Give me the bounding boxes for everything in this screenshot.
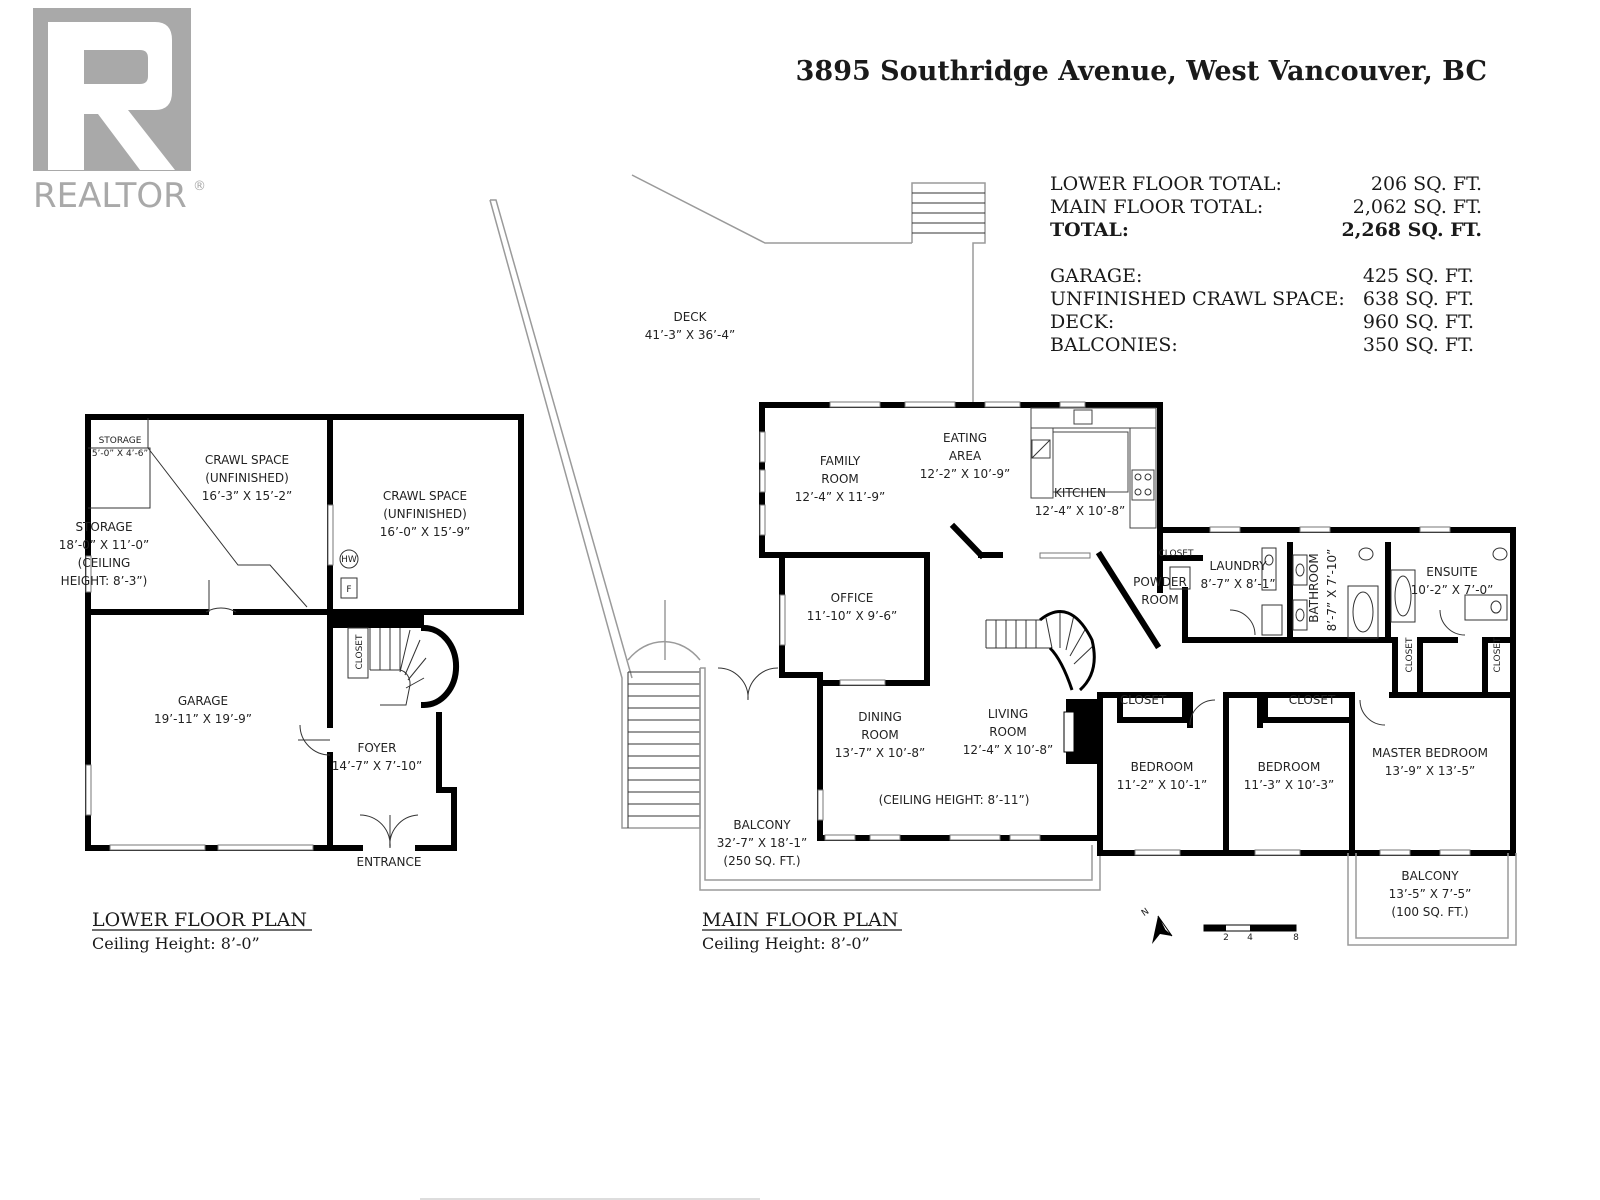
family-name-2: ROOM bbox=[821, 472, 859, 486]
crawl-area-label: UNFINISHED CRAWL SPACE: bbox=[1050, 288, 1345, 310]
total-label-all: TOTAL: bbox=[1050, 219, 1129, 241]
laundry-name: LAUNDRY bbox=[1209, 559, 1267, 573]
registered-mark: ® bbox=[193, 179, 206, 194]
total-value-lower: 206 SQ. FT. bbox=[1371, 173, 1482, 195]
kitchen-name: KITCHEN bbox=[1054, 486, 1106, 500]
realtor-logo-text: REALTOR bbox=[33, 176, 187, 216]
deck-name: DECK bbox=[673, 310, 707, 324]
crawl2-name: CRAWL SPACE bbox=[383, 489, 467, 503]
closet-master-right-label: CLOSET bbox=[1493, 637, 1503, 672]
living-dim: 12’-4” X 10’-8” bbox=[963, 743, 1053, 757]
balcony2-name: BALCONY bbox=[1401, 869, 1459, 883]
balcony1-dim: 32’-7” X 18’-1” bbox=[717, 836, 807, 850]
total-value-main: 2,062 SQ. FT. bbox=[1353, 196, 1482, 218]
crawl2-sub: (UNFINISHED) bbox=[383, 507, 467, 521]
foyer-dim: 14’-7” X 7’-10” bbox=[332, 759, 422, 773]
crawl1-name: CRAWL SPACE bbox=[205, 453, 289, 467]
crawl2-dim: 16’-0” X 15’-9” bbox=[380, 525, 470, 539]
lower-closet-label: CLOSET bbox=[355, 634, 365, 669]
dining-name-1: DINING bbox=[858, 710, 902, 724]
balcony2-area: (100 SQ. FT.) bbox=[1391, 905, 1468, 919]
crawl-area-value: 638 SQ. FT. bbox=[1363, 288, 1474, 310]
entrance-label: ENTRANCE bbox=[357, 855, 422, 869]
balcony1-area: (250 SQ. FT.) bbox=[723, 854, 800, 868]
lower-floor-ceiling: Ceiling Height: 8’-0” bbox=[92, 934, 260, 953]
bedroom1-dim: 11’-2” X 10’-1” bbox=[1117, 778, 1207, 792]
scale-bar: 2 4 8 bbox=[1203, 924, 1299, 943]
living-name-1: LIVING bbox=[988, 707, 1028, 721]
balconies-area-label: BALCONIES: bbox=[1050, 334, 1178, 356]
storage-dim: 18’-0” X 11’-0” bbox=[59, 538, 149, 552]
lower-floor-plan: HW F STORAGE 5’-0” X 4’-6” CRAWL SPACE (… bbox=[59, 414, 524, 953]
bedroom2-name: BEDROOM bbox=[1258, 760, 1321, 774]
deck-area-value: 960 SQ. FT. bbox=[1363, 311, 1474, 333]
laundry-dim: 8’-7” X 8’-1” bbox=[1200, 577, 1275, 591]
kitchen-dim: 12’-4” X 10’-8” bbox=[1035, 504, 1125, 518]
total-value-all: 2,268 SQ. FT. bbox=[1342, 219, 1482, 241]
main-floor-ceiling: Ceiling Height: 8’-0” bbox=[702, 934, 870, 953]
crawl1-sub: (UNFINISHED) bbox=[205, 471, 289, 485]
family-name-1: FAMILY bbox=[820, 454, 861, 468]
area-totals: LOWER FLOOR TOTAL: 206 SQ. FT. MAIN FLOO… bbox=[1050, 173, 1482, 356]
storage-note-2: HEIGHT: 8’-3”) bbox=[61, 574, 148, 588]
garage-name: GARAGE bbox=[178, 694, 228, 708]
hw-label: HW bbox=[341, 555, 357, 565]
storage-note-1: (CEILING bbox=[78, 556, 131, 570]
closet-bedroom2-label: CLOSET bbox=[1289, 693, 1336, 707]
scale-tick-8: 8 bbox=[1293, 933, 1299, 943]
dining-name-2: ROOM bbox=[861, 728, 899, 742]
dining-dim: 13’-7” X 10’-8” bbox=[835, 746, 925, 760]
bedroom1-name: BEDROOM bbox=[1131, 760, 1194, 774]
storage-small-name: STORAGE bbox=[99, 436, 142, 446]
bedroom2-dim: 11’-3” X 10’-3” bbox=[1244, 778, 1334, 792]
main-floor-plan: FAMILY ROOM 12’-4” X 11’-9” EATING AREA … bbox=[699, 401, 1517, 953]
total-label-lower: LOWER FLOOR TOTAL: bbox=[1050, 173, 1282, 195]
garage-dim: 19’-11” X 19’-9” bbox=[154, 712, 252, 726]
scale-tick-4: 4 bbox=[1247, 933, 1253, 943]
eating-name-2: AREA bbox=[949, 449, 982, 463]
deck-area-label: DECK: bbox=[1050, 311, 1114, 333]
closet-master-left-label: CLOSET bbox=[1405, 637, 1415, 672]
f-label: F bbox=[346, 585, 351, 595]
garage-area-label: GARAGE: bbox=[1050, 265, 1142, 287]
north-label: N bbox=[1140, 907, 1151, 919]
balcony2-dim: 13’-5” X 7’-5” bbox=[1389, 887, 1472, 901]
crawl1-dim: 16’-3” X 15’-2” bbox=[202, 489, 292, 503]
north-arrow-icon: N bbox=[1140, 907, 1173, 944]
eating-name-1: EATING bbox=[943, 431, 987, 445]
living-ceiling-note: (CEILING HEIGHT: 8’-11”) bbox=[879, 793, 1030, 807]
main-floor-title: MAIN FLOOR PLAN bbox=[702, 909, 898, 931]
powder-name-2: ROOM bbox=[1141, 593, 1179, 607]
storage-small-dim: 5’-0” X 4’-6” bbox=[92, 449, 148, 459]
deck-dim: 41’-3” X 36’-4” bbox=[645, 328, 735, 342]
garage-area-value: 425 SQ. FT. bbox=[1363, 265, 1474, 287]
total-label-main: MAIN FLOOR TOTAL: bbox=[1050, 196, 1263, 218]
office-name: OFFICE bbox=[831, 591, 874, 605]
closet-bedroom1-label: CLOSET bbox=[1120, 693, 1167, 707]
master-name: MASTER BEDROOM bbox=[1372, 746, 1488, 760]
bathroom-name: BATHROOM bbox=[1307, 553, 1321, 622]
realtor-logo: REALTOR ® bbox=[33, 8, 206, 216]
eating-dim: 12’-2” X 10’-9” bbox=[920, 467, 1010, 481]
office-dim: 11’-10” X 9’-6” bbox=[807, 609, 897, 623]
ensuite-dim: 10’-2” X 7’-0” bbox=[1411, 583, 1494, 597]
powder-name-1: POWDER bbox=[1133, 575, 1187, 589]
storage-name: STORAGE bbox=[75, 520, 132, 534]
master-dim: 13’-9” X 13’-5” bbox=[1385, 764, 1475, 778]
living-name-2: ROOM bbox=[989, 725, 1027, 739]
closet-powder-label: CLOSET bbox=[1159, 549, 1194, 559]
main-floor-deck: DECK 41’-3” X 36’-4” bbox=[489, 174, 986, 829]
balcony1-name: BALCONY bbox=[733, 818, 791, 832]
foyer-name: FOYER bbox=[358, 741, 397, 755]
bathroom-dim: 8’-7” X 7’-10” bbox=[1325, 549, 1339, 632]
balconies-area-value: 350 SQ. FT. bbox=[1363, 334, 1474, 356]
scale-tick-2: 2 bbox=[1223, 933, 1229, 943]
property-address: 3895 Southridge Avenue, West Vancouver, … bbox=[796, 56, 1487, 87]
ensuite-name: ENSUITE bbox=[1426, 565, 1477, 579]
lower-floor-title: LOWER FLOOR PLAN bbox=[92, 909, 307, 931]
family-dim: 12’-4” X 11’-9” bbox=[795, 490, 885, 504]
